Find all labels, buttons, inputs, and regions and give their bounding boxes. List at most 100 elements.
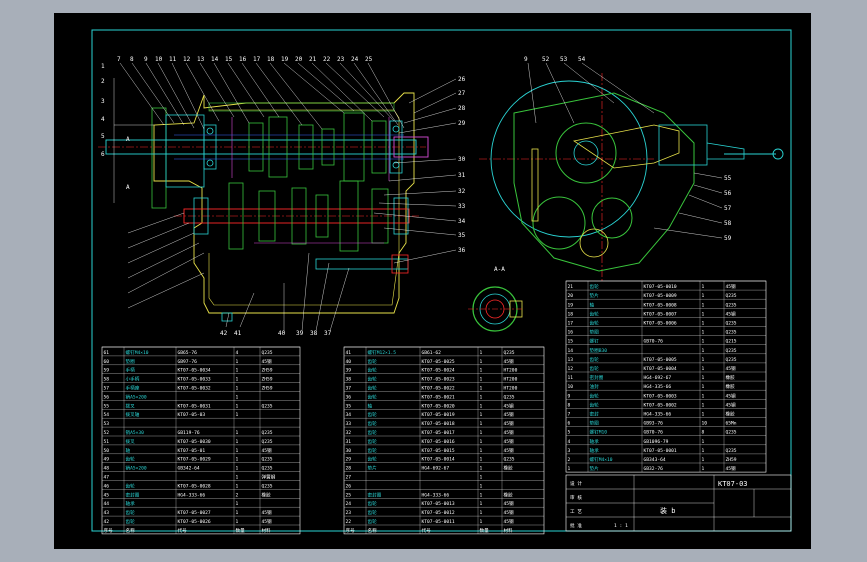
table-cell: 1 — [236, 359, 239, 365]
table-cell: KT07-05-01 — [178, 448, 206, 454]
table-cell: Q235 — [504, 394, 515, 400]
table-cell: 1 — [480, 519, 483, 525]
side-bolt — [531, 148, 539, 222]
table-cell: HG4-692-67 — [422, 466, 450, 472]
callout-23: 23 — [337, 56, 345, 63]
table-cell: Q235 — [726, 330, 737, 336]
table-cell: 45钢 — [504, 447, 515, 454]
callouts-top: 7 8 9 10 11 12 13 14 15 16 17 18 19 20 2… — [117, 56, 373, 63]
table-row[interactable]: 序号名称代号数量材料 — [344, 524, 544, 534]
callout-20: 20 — [295, 56, 303, 63]
lever-knob[interactable] — [772, 148, 784, 160]
cad-viewport[interactable]: 7 8 9 10 11 12 13 14 15 16 17 18 19 20 2… — [54, 13, 811, 549]
table-cell: 材料 — [504, 527, 514, 534]
section-a-a-detail: A-A — [468, 266, 524, 332]
table-cell: 45钢 — [504, 358, 515, 365]
table-cell: 密封圈 — [590, 374, 604, 381]
left-section-view[interactable] — [98, 92, 429, 322]
table-cell: 32 — [346, 430, 352, 436]
table-row[interactable]: 序号名称代号数量材料 — [102, 524, 300, 534]
title-block[interactable]: KT07-03 装 b 1 : 1 设 计 审 核 工 艺 批 准 — [565, 474, 792, 532]
table-cell: 齿轮 — [368, 367, 378, 374]
table-cell: HG4-335-66 — [644, 384, 672, 390]
table-cell: 1 — [702, 466, 705, 472]
svg-text:30: 30 — [458, 156, 466, 163]
large-gear-hub — [573, 140, 599, 166]
table-cell: 1 — [702, 412, 705, 418]
table-cell: HT200 — [504, 377, 518, 383]
table-row[interactable]: 53 — [102, 418, 300, 427]
svg-text:54: 54 — [578, 56, 586, 63]
large-gear — [555, 122, 617, 184]
right-end-view[interactable] — [479, 73, 784, 283]
table-cell: 41 — [346, 350, 352, 356]
table-cell: 1 — [480, 483, 483, 489]
svg-text:批 准: 批 准 — [570, 522, 582, 529]
table-cell: 50 — [104, 448, 110, 454]
